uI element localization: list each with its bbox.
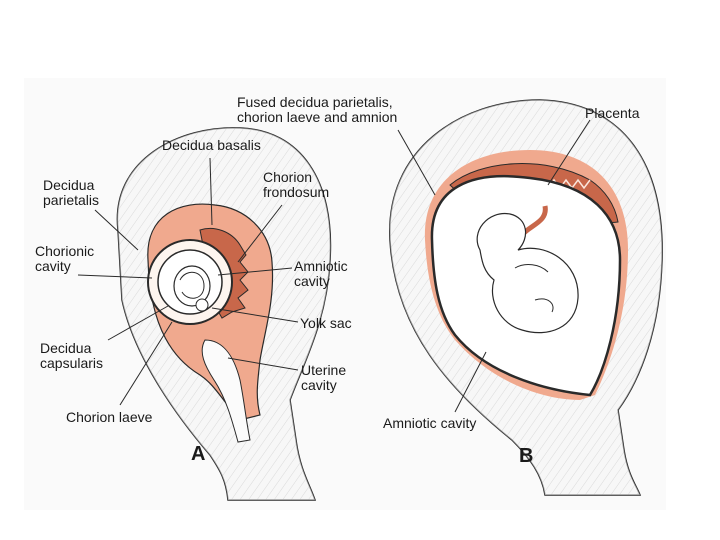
label-decidua-parietalis: Decidua parietalis <box>43 178 99 208</box>
label-uterine-cavity: Uterine cavity <box>301 363 346 393</box>
label-fused-decidua: Fused decidua parietalis, chorion laeve … <box>237 95 397 125</box>
label-chorionic-cavity: Chorionic cavity <box>35 244 94 274</box>
label-amniotic-cavity-a: Amniotic cavity <box>294 259 348 289</box>
label-chorion-frondosum: Chorion frondosum <box>263 170 329 200</box>
label-decidua-capsularis: Decidua capsularis <box>40 341 103 371</box>
label-decidua-basalis: Decidua basalis <box>162 138 261 153</box>
label-placenta: Placenta <box>585 106 639 121</box>
label-chorion-laeve: Chorion laeve <box>66 410 152 425</box>
label-yolk-sac: Yolk sac <box>300 316 352 331</box>
panel-label-b: B <box>519 445 533 468</box>
yolk-sac-a <box>196 299 208 311</box>
label-amniotic-cavity-b: Amniotic cavity <box>383 416 476 431</box>
panel-label-a: A <box>191 443 205 466</box>
